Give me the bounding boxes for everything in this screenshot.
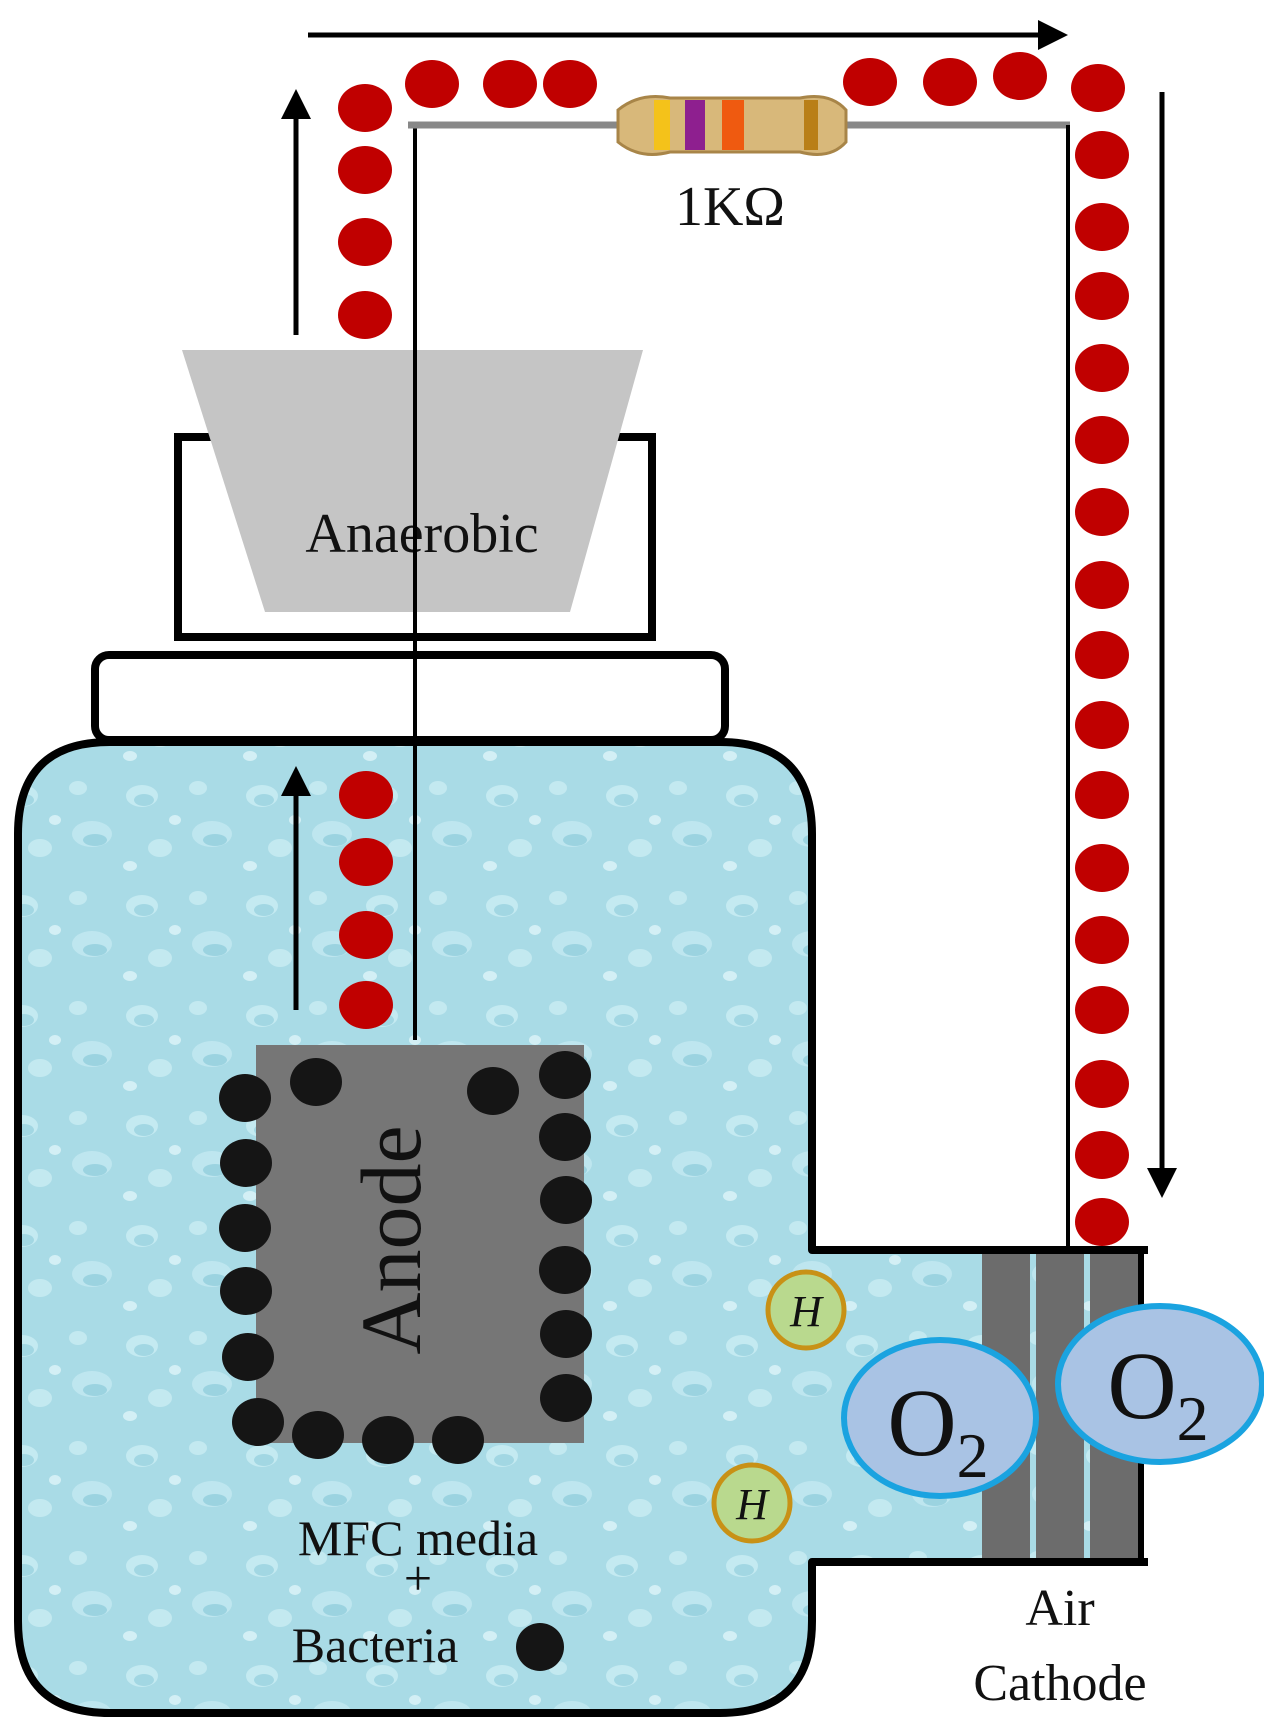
- electron: [338, 84, 392, 132]
- bacterium: [220, 1139, 272, 1187]
- electron: [923, 58, 977, 106]
- proton-top: H: [765, 1269, 847, 1351]
- anaerobic-label: Anaerobic: [305, 503, 538, 565]
- jar-lid: [91, 651, 729, 744]
- bacterium: [292, 1411, 344, 1459]
- electron: [1075, 1131, 1129, 1179]
- bacteria-legend-dot: [516, 1623, 564, 1671]
- electron: [1075, 488, 1129, 536]
- electron: [338, 218, 392, 266]
- svg-text:O2: O2: [887, 1369, 988, 1491]
- bacterium: [540, 1310, 592, 1358]
- oxygen-symbol: O: [887, 1369, 956, 1476]
- electron: [1075, 416, 1129, 464]
- svg-text:O2: O2: [1107, 1332, 1208, 1454]
- electron: [1075, 131, 1129, 179]
- bacterium: [540, 1374, 592, 1422]
- electron: [1071, 64, 1125, 112]
- electron: [843, 58, 897, 106]
- bacterium: [539, 1051, 591, 1099]
- electron: [1075, 916, 1129, 964]
- electron: [1075, 844, 1129, 892]
- electron: [1075, 203, 1129, 251]
- bacterium: [220, 1267, 272, 1315]
- proton-symbol: H: [789, 1287, 824, 1336]
- electron-group: [338, 52, 1129, 1246]
- electron: [339, 911, 393, 959]
- electron: [1075, 701, 1129, 749]
- cathode-label-line1: Air: [1025, 1580, 1094, 1637]
- bacterium: [467, 1067, 519, 1115]
- bacterium: [290, 1058, 342, 1106]
- electron: [339, 771, 393, 819]
- electron: [338, 146, 392, 194]
- bacterium: [539, 1113, 591, 1161]
- electron: [993, 52, 1047, 100]
- electron: [1075, 561, 1129, 609]
- media-label-line3: Bacteria: [292, 1617, 459, 1673]
- bacterium: [540, 1176, 592, 1224]
- bacterium: [219, 1074, 271, 1122]
- electron: [1075, 631, 1129, 679]
- anaerobic-stopper: [182, 350, 643, 612]
- resistor: [616, 95, 848, 156]
- proton-bottom: H: [711, 1462, 793, 1544]
- media-label-line2: +: [404, 1550, 432, 1606]
- resistor-label: 1KΩ: [675, 176, 785, 238]
- bacterium: [222, 1333, 274, 1381]
- bacterium: [539, 1246, 591, 1294]
- electron: [483, 60, 537, 108]
- oxygen-molecule-left: O2: [841, 1337, 1039, 1499]
- bacterium: [232, 1398, 284, 1446]
- electron: [1075, 1060, 1129, 1108]
- oxygen-symbol: O: [1107, 1332, 1176, 1439]
- electron: [339, 838, 393, 886]
- electron: [1075, 344, 1129, 392]
- bacterium: [362, 1416, 414, 1464]
- proton-symbol: H: [735, 1480, 770, 1529]
- electron: [339, 981, 393, 1029]
- bacterium: [219, 1204, 271, 1252]
- cathode-label-line2: Cathode: [973, 1655, 1146, 1712]
- anode-electrode: [256, 1045, 584, 1443]
- media-label-line1: MFC media: [298, 1510, 538, 1566]
- oxygen-subscript: 2: [957, 1420, 989, 1491]
- bacterium: [432, 1416, 484, 1464]
- anode-label: Anode: [343, 1125, 439, 1354]
- electron: [1075, 986, 1129, 1034]
- electron: [405, 60, 459, 108]
- electron: [543, 60, 597, 108]
- electron: [338, 291, 392, 339]
- electron: [1075, 771, 1129, 819]
- bacteria-group: [219, 1051, 592, 1464]
- oxygen-subscript: 2: [1177, 1383, 1209, 1454]
- oxygen-molecule-right: O2: [1055, 1303, 1264, 1465]
- electron: [1075, 1198, 1129, 1246]
- electron: [1075, 272, 1129, 320]
